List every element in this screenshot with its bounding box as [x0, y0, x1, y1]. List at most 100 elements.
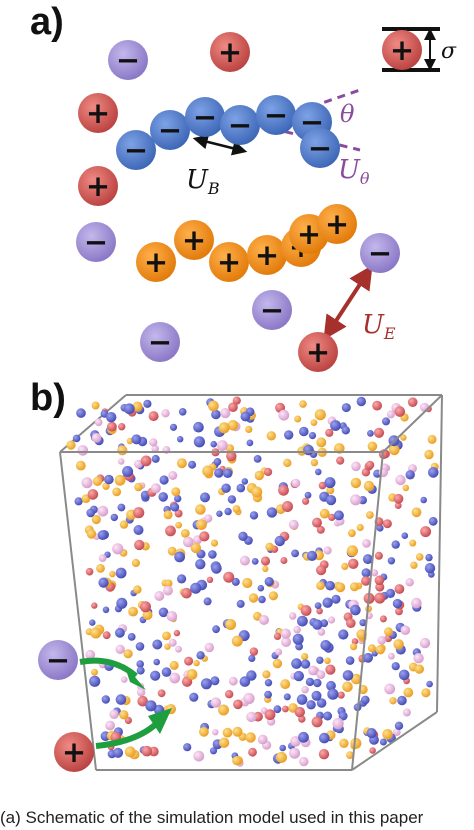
simulation-bead [122, 466, 134, 477]
simulation-bead [411, 597, 422, 609]
simulation-bead [341, 426, 350, 435]
simulation-bead [350, 604, 361, 616]
simulation-bead [210, 697, 222, 708]
polyanion-bead: − [300, 128, 340, 168]
simulation-bead [362, 554, 373, 565]
simulation-bead [370, 569, 379, 577]
simulation-bead [212, 729, 219, 736]
simulation-bead [405, 470, 415, 480]
simulation-bead [102, 606, 110, 614]
simulation-bead [174, 509, 183, 518]
simulation-bead [326, 486, 335, 495]
simulation-bead [325, 580, 335, 591]
simulation-bead [419, 637, 431, 649]
simulation-bead [374, 551, 383, 560]
simulation-bead [359, 619, 367, 627]
simulation-bead [407, 397, 418, 408]
svg-text:+: + [182, 223, 206, 257]
simulation-bead [241, 478, 249, 485]
simulation-bead [248, 747, 257, 757]
simulation-bead [382, 417, 390, 426]
simulation-bead [312, 619, 323, 630]
simulation-bead [210, 676, 220, 686]
sigma-reference-cation: + [382, 30, 422, 70]
svg-text:+: + [86, 96, 110, 130]
simulation-bead [98, 577, 109, 588]
simulation-bead [212, 625, 221, 634]
simulation-bead [225, 619, 237, 630]
simulation-bead [275, 648, 283, 656]
simulation-bead [151, 454, 160, 463]
svg-text:−: − [84, 225, 108, 259]
simulation-bead [154, 591, 165, 601]
simulation-bead [135, 642, 145, 651]
simulation-bead [264, 690, 272, 699]
simulation-bead [290, 736, 301, 747]
simulation-bead [420, 526, 432, 538]
simulation-bead [301, 686, 309, 694]
simulation-bead [393, 493, 404, 504]
simulation-bead [133, 507, 145, 519]
simulation-bead [175, 521, 183, 529]
simulation-bead [105, 720, 115, 731]
simulation-bead [424, 563, 436, 574]
simulation-bead [193, 421, 204, 433]
simulation-bead [232, 505, 241, 513]
panel-b: b) −+ [30, 377, 443, 772]
polyanion-bead: − [116, 130, 156, 170]
simulation-bead [85, 567, 94, 576]
simulation-bead [127, 633, 136, 641]
simulation-bead [318, 749, 330, 760]
simulation-bead [257, 734, 268, 745]
simulation-bead [254, 470, 264, 481]
simulation-bead [258, 595, 266, 604]
simulation-bead [306, 550, 318, 562]
simulation-bead [136, 660, 144, 668]
simulation-bead [260, 556, 271, 566]
simulation-bead [145, 700, 157, 712]
simulation-bead [225, 444, 235, 453]
simulation-bead [341, 562, 349, 571]
simulation-bead [128, 606, 139, 617]
simulation-bead [427, 434, 437, 444]
simulation-bead [94, 418, 103, 427]
simulation-bead [214, 468, 224, 478]
simulation-bead [323, 546, 332, 555]
simulation-bead [414, 664, 424, 674]
simulation-bead [291, 549, 299, 558]
simulation-bead [177, 436, 184, 443]
simulation-bead [333, 510, 344, 521]
minus-ion-pointer [79, 657, 146, 690]
simulation-bead [293, 670, 304, 682]
simulation-bead [294, 415, 302, 423]
simulation-bead [109, 709, 119, 719]
simulation-bead [132, 401, 143, 412]
simulation-bead [158, 492, 168, 502]
simulation-bead [66, 440, 76, 450]
simulation-bead [164, 579, 173, 588]
simulation-bead [183, 743, 192, 752]
simulation-bead [413, 653, 424, 664]
free-cation: + [78, 93, 118, 133]
simulation-bead [361, 695, 370, 705]
simulation-bead [210, 539, 219, 547]
simulation-bead [384, 627, 393, 637]
simulation-bead [313, 678, 322, 688]
simulation-bead [386, 410, 395, 419]
svg-text:+: + [144, 245, 168, 279]
simulation-bead [387, 557, 396, 565]
simulation-bead [101, 695, 111, 704]
simulation-bead [350, 737, 362, 749]
simulation-bead [150, 483, 161, 494]
simulation-bead [163, 585, 173, 596]
simulation-bead [91, 668, 98, 676]
simulation-bead [248, 654, 256, 663]
simulation-bead [124, 746, 136, 758]
simulation-bead [394, 721, 404, 730]
simulation-bead [245, 732, 256, 743]
simulation-bead [232, 726, 243, 737]
simulation-bead [282, 705, 289, 713]
simulation-bead [300, 605, 312, 616]
simulation-bead [284, 430, 294, 440]
simulation-bead [304, 491, 312, 499]
